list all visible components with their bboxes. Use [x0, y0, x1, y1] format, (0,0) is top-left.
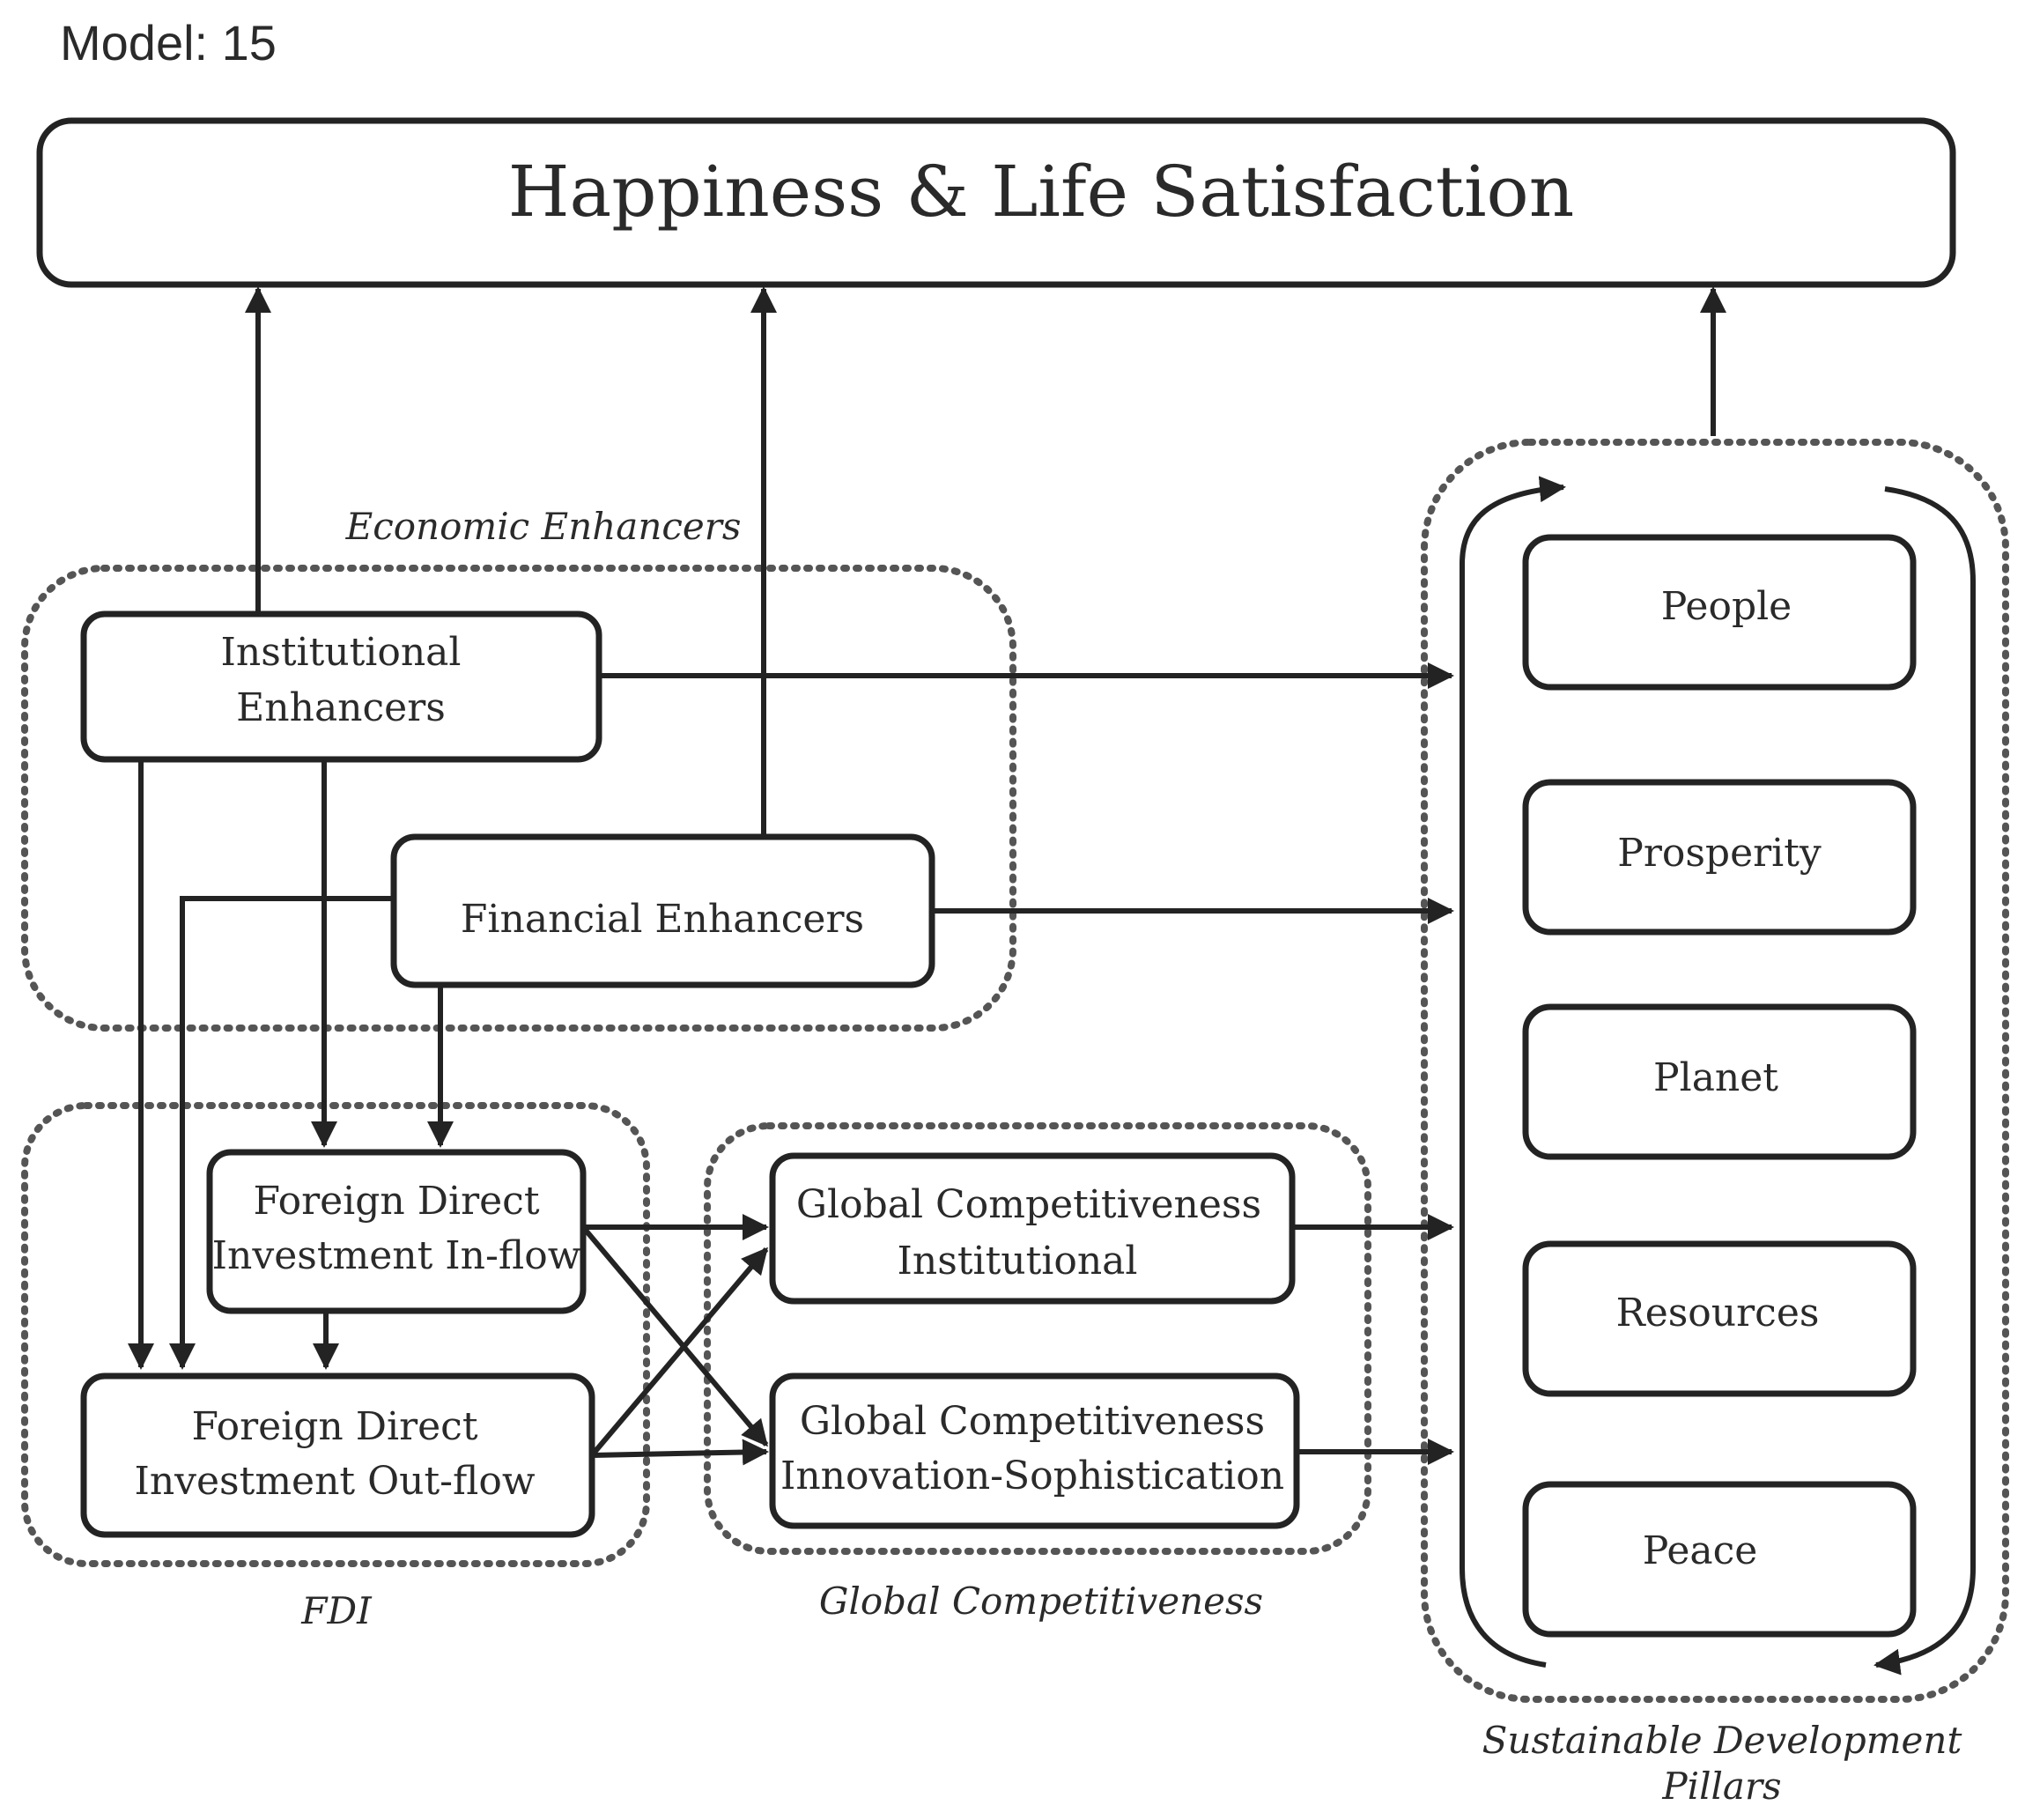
gc-innovation-line1: Global Competitiveness [800, 1399, 1265, 1444]
gc-innovation-box [769, 1372, 1300, 1529]
fdi-outflow-box [80, 1372, 595, 1538]
economic-enhancers-label: Economic Enhancers [345, 505, 742, 548]
pillars-cycle-left-arc [1460, 476, 1566, 1668]
institutional-enhancers-box [80, 610, 602, 763]
sustainable-development-group [1421, 439, 2009, 1703]
arrow-fdi-in-to-gc-innovation [580, 1225, 769, 1447]
fdi-inflow-line2: Investment In-flow [212, 1233, 581, 1278]
institutional-label-line2: Enhancers [236, 685, 446, 730]
pillar-resources-box [1522, 1240, 1917, 1397]
pillar-people-box [1522, 534, 1917, 691]
global-competitiveness-label: Global Competitiveness [819, 1580, 1263, 1623]
arrow-fdi-out-to-gc-institutional [589, 1247, 769, 1457]
fdi-label: FDI [300, 1589, 373, 1632]
gc-institutional-line2: Institutional [898, 1239, 1138, 1284]
pillar-prosperity-box [1522, 779, 1917, 936]
institutional-label-line1: Institutional [221, 630, 462, 675]
fdi-outflow-line1: Foreign Direct [192, 1404, 478, 1449]
pillar-planet-box [1522, 1003, 1917, 1160]
model-label: Model: 15 [60, 15, 277, 70]
financial-label: Financial Enhancers [461, 897, 864, 942]
fdi-inflow-box [206, 1149, 587, 1314]
gc-institutional-box [769, 1152, 1296, 1305]
gc-institutional-line1: Global Competitiveness [796, 1182, 1261, 1227]
pillar-resources-label: Resources [1616, 1291, 1820, 1335]
sdp-label-line2: Pillars [1661, 1765, 1781, 1808]
connectors [128, 286, 1976, 1676]
arrow-fdi-out-to-gc-innovation [591, 1439, 769, 1466]
pillar-planet-label: Planet [1653, 1055, 1778, 1100]
sdp-label-line1: Sustainable Development [1482, 1719, 1962, 1762]
fdi-inflow-line1: Foreign Direct [254, 1179, 540, 1224]
arrow-financial-to-fdi-out [169, 896, 394, 1370]
pillar-people-label: People [1661, 584, 1792, 629]
fdi-group [21, 1102, 650, 1567]
gc-innovation-line2: Innovation-Sophistication [780, 1454, 1284, 1498]
fdi-outflow-line2: Investment Out-flow [134, 1459, 535, 1504]
happiness-box [36, 117, 1956, 288]
pillar-peace-box [1522, 1481, 1917, 1638]
economic-enhancers-group [21, 565, 1016, 1032]
pillar-peace-label: Peace [1643, 1528, 1758, 1573]
happiness-label: Happiness & Life Satisfaction [508, 151, 1574, 233]
pillar-prosperity-label: Prosperity [1617, 831, 1822, 876]
financial-enhancers-box [390, 833, 935, 988]
global-competitiveness-group [704, 1122, 1371, 1555]
pillars-cycle-right-arc [1873, 486, 1976, 1676]
